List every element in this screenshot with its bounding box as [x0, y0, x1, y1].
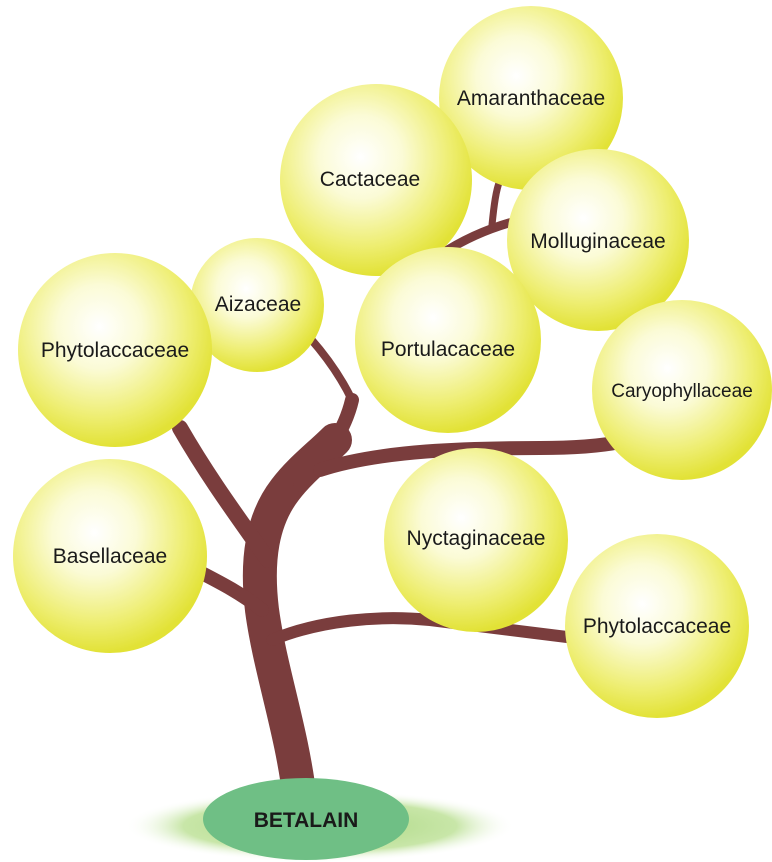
family-bubbles: Amaranthaceae Cactaceae Molluginaceae Ai… [13, 6, 772, 718]
label-phytolaccaceae-right: Phytolaccaceae [583, 615, 731, 638]
label-phytolaccaceae-left: Phytolaccaceae [41, 339, 189, 362]
label-basellaceae: Basellaceae [53, 545, 167, 568]
label-nyctaginaceae: Nyctaginaceae [407, 527, 546, 550]
label-caryophyllaceae: Caryophyllaceae [611, 381, 753, 402]
bubble-phytolaccaceae-left: Phytolaccaceae [18, 253, 212, 447]
root-label: BETALAIN [254, 809, 359, 832]
label-amaranthaceae: Amaranthaceae [457, 87, 605, 110]
bubble-basellaceae: Basellaceae [13, 459, 207, 653]
bubble-portulacaceae: Portulacaceae [355, 247, 541, 433]
label-cactaceae: Cactaceae [320, 168, 420, 191]
bubble-caryophyllaceae: Caryophyllaceae [592, 300, 772, 480]
bubble-phytolaccaceae-right: Phytolaccaceae [565, 534, 749, 718]
label-molluginaceae: Molluginaceae [530, 230, 665, 253]
label-aizaceae: Aizaceae [215, 293, 301, 316]
label-portulacaceae: Portulacaceae [381, 338, 515, 361]
bubble-nyctaginaceae: Nyctaginaceae [384, 448, 568, 632]
root-badge: BETALAIN [203, 778, 409, 860]
